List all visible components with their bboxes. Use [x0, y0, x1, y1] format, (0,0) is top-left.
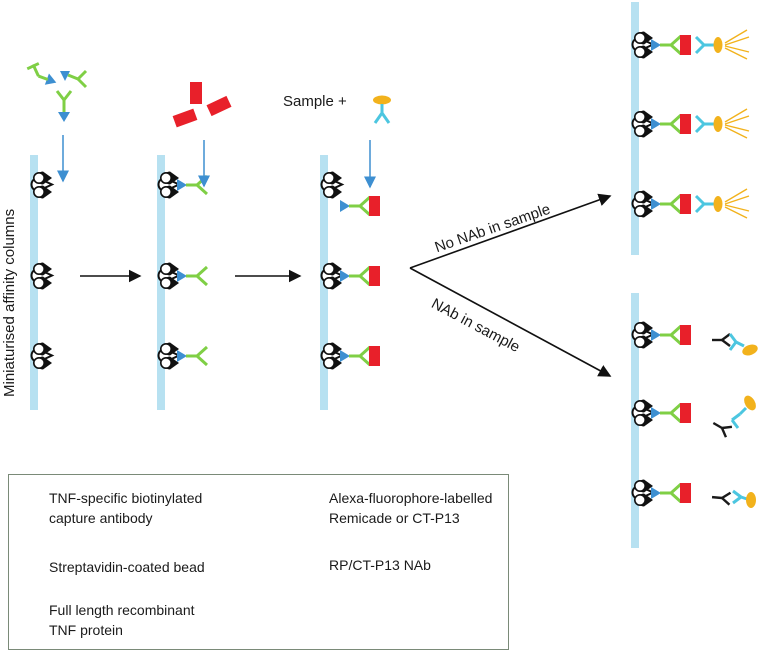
sample-remicade — [373, 95, 391, 124]
column-axis-label: Miniaturised affinity columns — [1, 208, 18, 397]
free-capture-antibodies — [26, 62, 88, 122]
legend-remicade-label-1: Alexa-fluorophore-labelled — [329, 490, 493, 506]
sample-plus-label: Sample + — [283, 93, 347, 110]
legend-bead-label: Streptavidin-coated bead — [49, 559, 205, 575]
col5-complexes — [631, 320, 692, 508]
col3-complexes — [320, 170, 381, 371]
col4-complexes — [631, 29, 750, 219]
legend: TNF-specific biotinylated capture antibo… — [8, 474, 509, 650]
free-tnf — [172, 82, 232, 128]
nab-remicade-pairs — [709, 332, 758, 508]
legend-nab-label: RP/CT-P13 NAb — [329, 557, 431, 573]
legend-remicade-label-2: Remicade or CT-P13 — [329, 510, 460, 526]
legend-capture-antibody-label-1: TNF-specific biotinylated — [49, 490, 203, 506]
legend-capture-antibody-label-2: capture antibody — [49, 510, 153, 526]
col2-complexes — [157, 170, 209, 371]
legend-tnf-label-2: TNF protein — [49, 622, 123, 638]
legend-tnf-label-1: Full length recombinant — [49, 602, 195, 618]
